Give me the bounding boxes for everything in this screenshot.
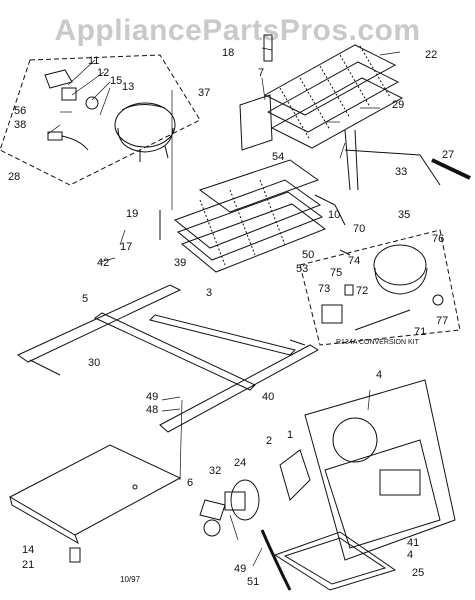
label-54: 54 [272,151,284,163]
label-29: 29 [392,99,404,111]
label-74: 74 [348,255,360,267]
label-56: 56 [14,105,26,117]
label-39: 39 [174,257,186,269]
label-6: 6 [187,477,193,489]
label-41: 41 [407,537,419,549]
label-18: 18 [222,47,234,59]
base-frame [16,284,319,433]
label-70: 70 [353,223,365,235]
label-71: 71 [414,326,426,338]
label-76: 76 [432,233,444,245]
label-38: 38 [14,119,26,131]
label-42: 42 [97,257,109,269]
label-30: 30 [88,357,100,369]
label-10: 10 [328,209,340,221]
leader-lines [47,47,401,567]
drain-pan [260,529,397,591]
fan-and-motor [199,449,311,537]
condenser-coil [239,44,404,151]
label-51: 51 [247,576,259,588]
label-13: 13 [122,81,134,93]
label-48: 48 [146,404,158,416]
label-72: 72 [356,285,368,297]
label-11: 11 [88,55,99,67]
kit-label: R134A CONVERSION KIT [336,339,420,346]
label-50: 50 [302,249,314,261]
bottom-plate [8,444,182,563]
label-19: 19 [126,208,138,220]
back-panel [304,379,456,561]
footer-code: 10/97 [120,575,141,584]
label-3: 3 [206,287,212,299]
label-24: 24 [234,457,246,469]
watermark: AppliancePartsPros.com [54,14,421,47]
label-1: 1 [287,429,293,441]
label-14: 14 [22,544,34,556]
label-53: 53 [296,263,308,275]
compressor-kit [321,244,444,331]
label-75: 75 [330,267,342,279]
label-33: 33 [395,166,407,178]
label-49-top: 49 [146,391,158,403]
label-77: 77 [436,315,448,327]
evaporator-coil [173,159,327,273]
label-7: 7 [258,67,264,79]
label-40: 40 [262,391,274,403]
label-12: 12 [97,67,109,79]
label-17: 17 [120,241,132,253]
label-35: 35 [398,209,410,221]
conversion-kit-box [299,229,461,346]
label-15: 15 [110,75,122,87]
relay-and-overload [44,69,99,151]
label-37: 37 [198,87,210,99]
label-4-top: 4 [376,369,382,381]
label-2: 2 [266,435,272,447]
label-25: 25 [412,567,424,579]
compressor-top [114,102,176,162]
label-28: 28 [8,171,20,183]
part-numbers: 11 12 15 13 56 38 28 37 18 7 22 29 54 27… [8,47,454,588]
label-22: 22 [425,49,437,61]
compressor-group-box [0,54,201,186]
label-4-bottom: 4 [407,549,413,561]
label-21: 21 [22,559,34,571]
label-5: 5 [82,293,88,305]
label-27: 27 [442,149,454,161]
label-49-bottom: 49 [234,563,246,575]
tubing [159,129,471,256]
label-32: 32 [209,465,221,477]
label-73: 73 [318,283,330,295]
drier-filter [263,34,273,62]
